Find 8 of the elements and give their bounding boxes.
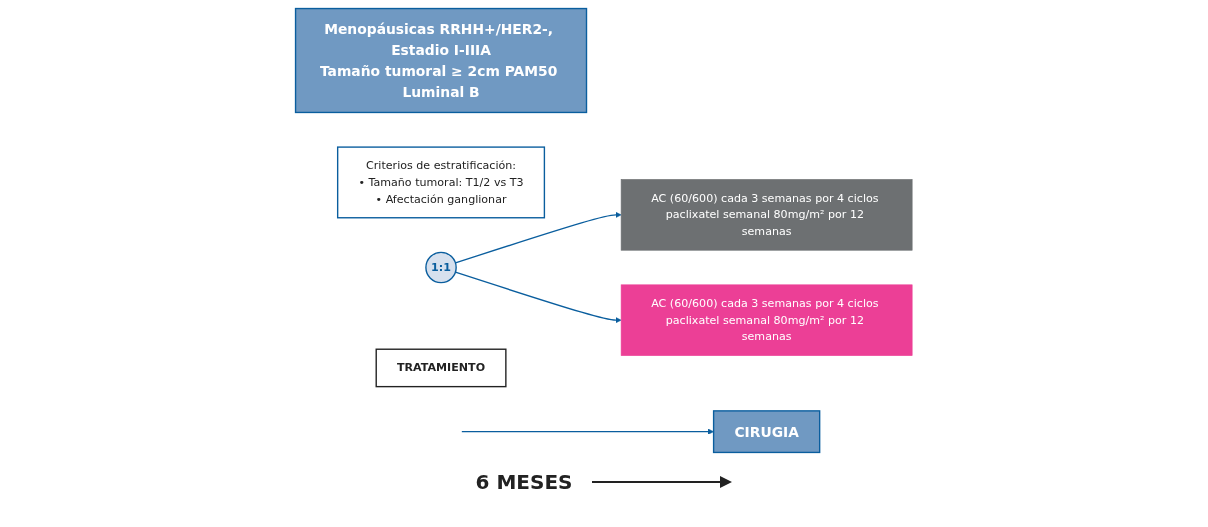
- node-box: AC (60/600) cada 3 semanas por 4 ciclos paclixatel semanal 80mg/m² por 12 semanas: [620, 178, 913, 251]
- node-box: CIRUGIA: [713, 409, 821, 453]
- node-box: TRATAMIENTO: [375, 348, 507, 387]
- node-box: Criterios de estratificación: • Tamaño tumoral: T1/2 vs T3 • Afectación ganglionar: [337, 145, 546, 218]
- node-box: AC (60/600) cada 3 semanas por 4 ciclos paclixatel semanal 80mg/m² por 12 semanas: [620, 284, 913, 356]
- node-box: Menopáusicas RRHH+/HER2-, Estadio I-IIIA Tamaño tumoral ≥ 2cm PAM50 Luminal B: [295, 7, 588, 113]
- duration-label: 6 MESES: [475, 470, 573, 494]
- node-circle: 1:1: [425, 251, 457, 283]
